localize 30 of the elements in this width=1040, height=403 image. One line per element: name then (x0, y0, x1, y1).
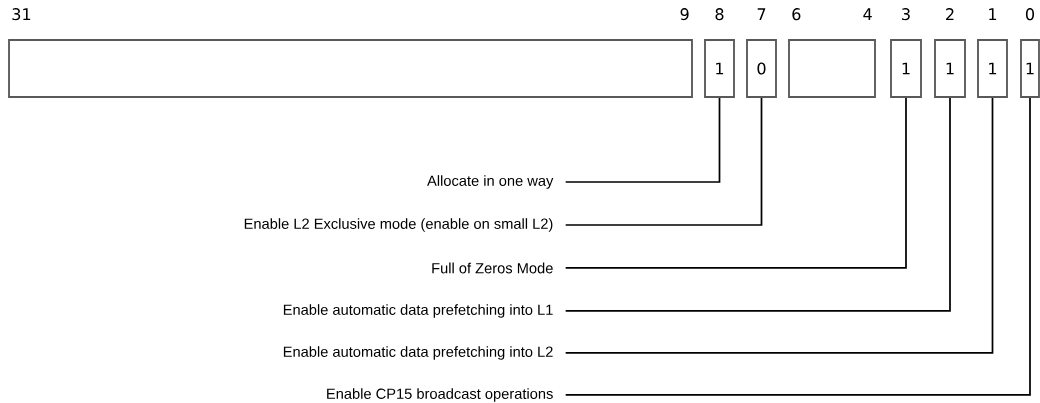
description-text: Enable automatic data prefetching into L1 (283, 304, 553, 318)
leader-line (564, 97, 951, 312)
register-field: 1 (977, 39, 1008, 98)
leader-line (564, 97, 1031, 396)
description-text: Enable automatic data prefetching into L2 (283, 346, 553, 360)
bit-number: 7 (757, 8, 766, 20)
bit-number: 8 (715, 8, 724, 21)
leader-line (564, 97, 907, 269)
description-text: Enable L2 Exclusive mode (enable on small L2) (244, 218, 553, 232)
register-field (8, 39, 693, 98)
register-field (788, 39, 876, 98)
bit-number: 1 (989, 8, 997, 20)
register-field: 1 (890, 39, 922, 98)
leader-line (564, 97, 994, 354)
bit-number: 4 (863, 8, 872, 20)
bit-number: 2 (946, 8, 954, 20)
description-text: Full of Zeros Mode (432, 262, 553, 274)
leader-line (564, 97, 763, 226)
bit-number: 6 (792, 8, 801, 21)
register-field: 1 (934, 39, 966, 98)
bit-number: 0 (1025, 8, 1034, 21)
register-field: 0 (746, 39, 777, 98)
bit-number: 31 (12, 8, 31, 21)
bit-number: 3 (902, 8, 910, 21)
description-text: Enable CP15 broadcast operations (327, 388, 553, 402)
leader-line (564, 97, 721, 183)
register-field: 1 (1020, 39, 1040, 98)
bit-number: 9 (680, 8, 689, 21)
description-text: Allocate in one way (427, 175, 554, 189)
register-field: 1 (704, 39, 735, 98)
